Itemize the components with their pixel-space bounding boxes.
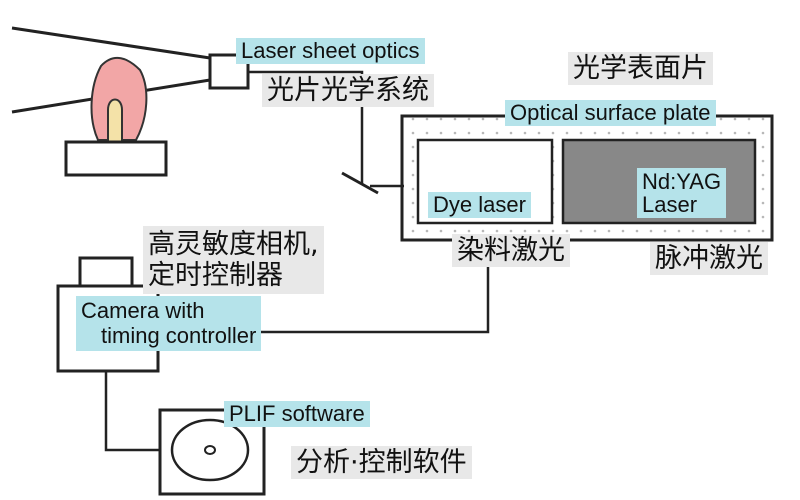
ndyag-label-line1: Nd:YAG	[642, 169, 722, 194]
beam-mirror	[341, 171, 379, 195]
camera-label-zh-line2: 定时控制器	[148, 260, 283, 292]
ndyag-label-line2: Laser	[642, 192, 698, 218]
flame-core	[107, 98, 123, 143]
plif-software-label-zh: 分析·控制软件	[291, 446, 472, 479]
optical-surface-plate-label-zh: 光学表面片	[568, 52, 713, 85]
camera-software-cable	[104, 371, 160, 452]
plif-software-label: PLIF software	[224, 401, 370, 427]
camera-top	[78, 256, 134, 288]
laser-sheet-optics-label-zh: 光片光学系统	[262, 74, 434, 107]
dye-laser-label-zh: 染料激光	[452, 234, 570, 267]
software-disc-hole	[204, 445, 216, 455]
camera-label-line2: timing controller	[101, 323, 257, 349]
camera-label-zh-line1: 高灵敏度相机,	[148, 229, 319, 260]
dye-laser-label: Dye laser	[428, 192, 531, 218]
camera-label: Camera with timing controller	[76, 296, 262, 351]
beam-path	[248, 70, 364, 184]
ndyag-label: Nd:YAG Laser	[637, 168, 727, 219]
camera-label-zh: 高灵敏度相机, 定时控制器	[143, 226, 324, 295]
camera-laser-cable	[156, 236, 490, 334]
ndyag-label-zh: 脉冲激光	[650, 242, 768, 275]
optical-surface-plate-label: Optical surface plate	[505, 100, 716, 126]
camera-label-line1: Camera with	[81, 298, 205, 323]
flame	[90, 56, 148, 141]
laser-sheet-optics-label: Laser sheet optics	[236, 38, 425, 64]
laser-beam-upper	[11, 26, 211, 60]
burner-base	[64, 140, 168, 177]
